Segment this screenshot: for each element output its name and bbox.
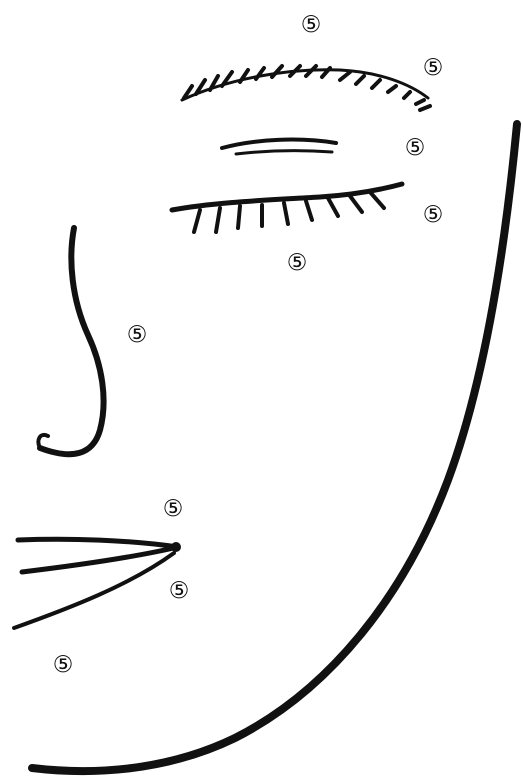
nose [40,228,104,454]
marker-nose: ⑤ [124,322,150,348]
marker-eyelid: ⑤ [402,135,428,161]
marker-brow-tail: ⑤ [420,55,446,81]
marker-lower-lip: ⑤ [166,578,192,604]
marker-lip-corner: ⑤ [160,496,186,522]
marker-brow-top: ⑤ [298,12,324,38]
marker-eye-outer: ⑤ [420,202,446,228]
closed-eye [172,184,402,232]
marker-under-eye: ⑤ [284,250,310,276]
marker-chin: ⑤ [50,652,76,678]
lips [14,539,181,628]
eyebrow [182,66,430,110]
lip-corner-dot [171,542,181,552]
eyelid-crease [222,140,336,154]
